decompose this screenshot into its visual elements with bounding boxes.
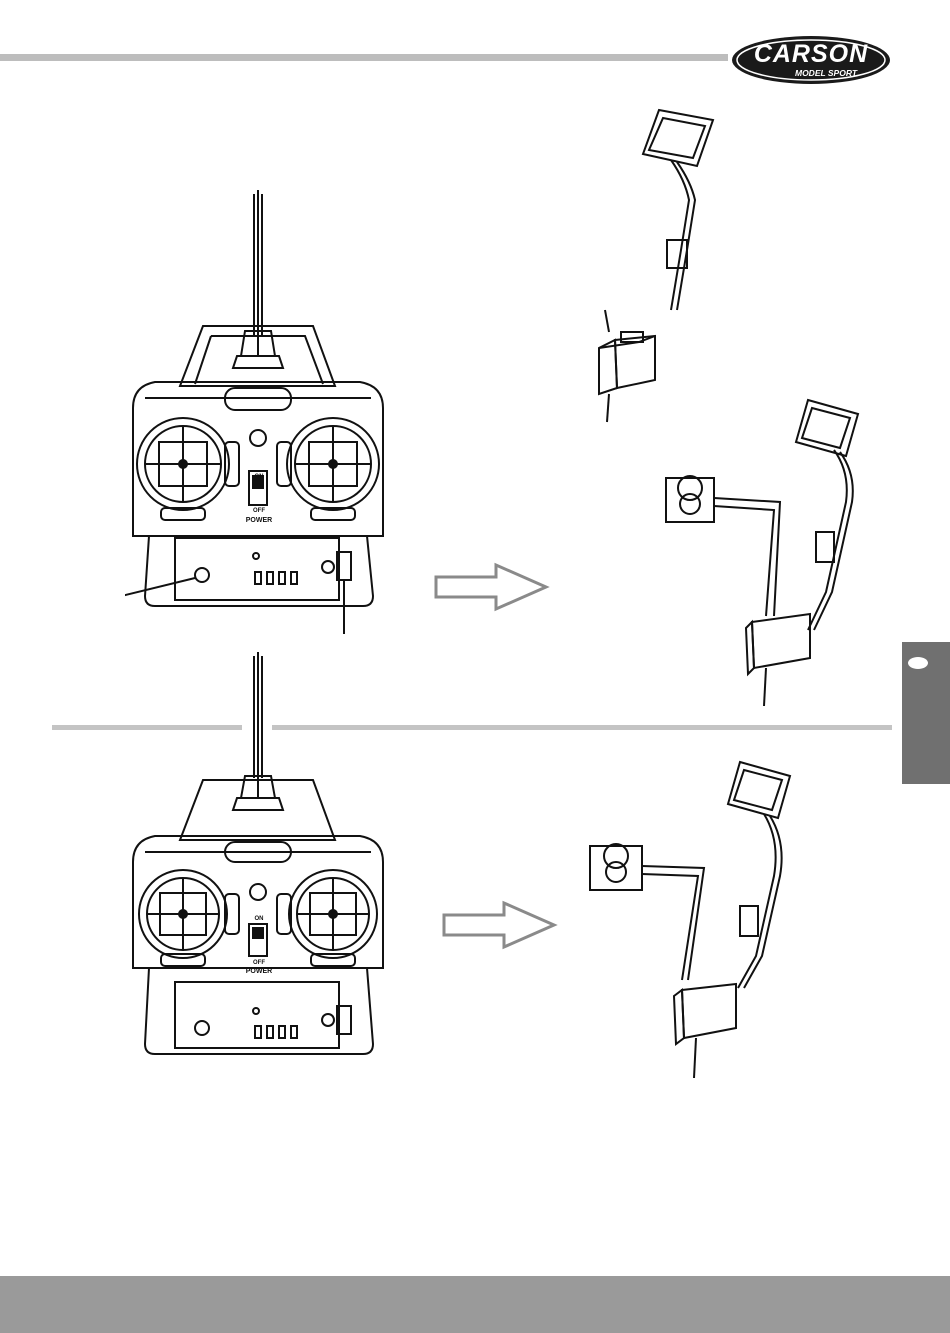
transmitter-illustration-top: ON OFF POWER bbox=[125, 186, 390, 636]
receiver-servo-battery-illustration-2 bbox=[580, 756, 795, 1084]
arrow-right-icon bbox=[442, 900, 560, 950]
chapter-tab-marker bbox=[908, 657, 928, 669]
power-label: POWER bbox=[246, 517, 272, 524]
brand-tagline: MODEL SPORT bbox=[795, 68, 858, 78]
switch-on-label: ON bbox=[255, 916, 264, 922]
section-divider-right bbox=[272, 725, 892, 730]
receiver-servo-battery-illustration-1 bbox=[656, 392, 881, 710]
switch-on-label: ON bbox=[255, 474, 264, 480]
brand-name: CARSON bbox=[754, 40, 868, 68]
switch-off-label: OFF bbox=[253, 960, 265, 966]
power-label: POWER bbox=[246, 968, 272, 975]
receiver-battery-illustration-1 bbox=[585, 100, 735, 430]
top-divider bbox=[0, 54, 728, 61]
carson-logo: CARSON MODEL SPORT bbox=[730, 34, 892, 86]
footer-bar bbox=[0, 1276, 950, 1333]
switch-off-label: OFF bbox=[253, 508, 265, 514]
transmitter-illustration-bottom: ON OFF POWER bbox=[125, 648, 390, 1058]
arrow-right-icon bbox=[434, 562, 552, 612]
section-divider-left bbox=[52, 725, 242, 730]
